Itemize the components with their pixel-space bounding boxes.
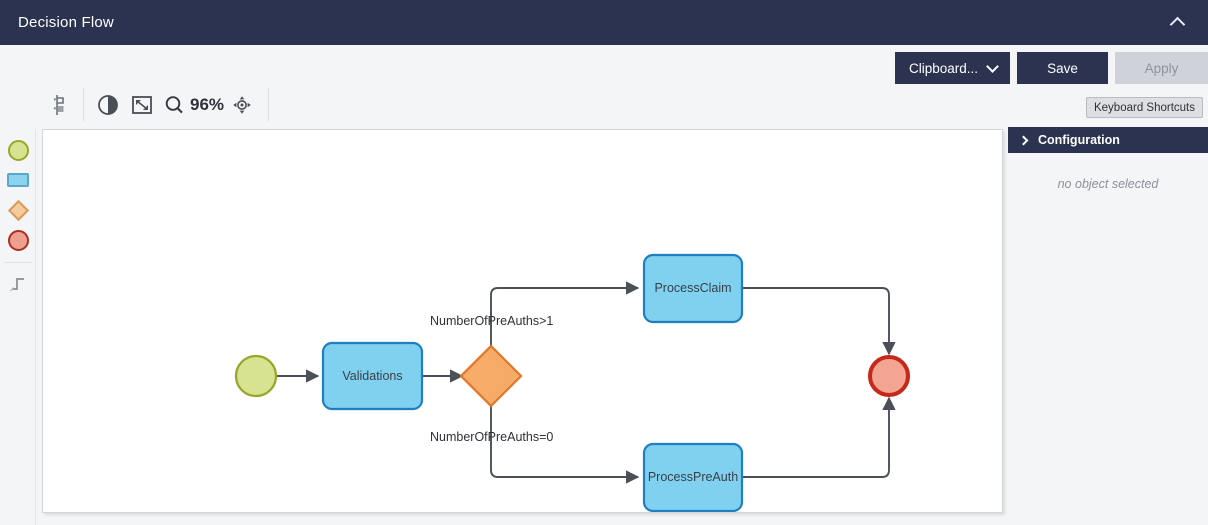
configuration-panel: Configuration no object selected bbox=[1008, 127, 1208, 525]
contrast-glyph bbox=[98, 94, 118, 115]
node-processclaim[interactable] bbox=[642, 253, 744, 324]
node-gateway[interactable] bbox=[459, 344, 523, 408]
start-event-icon bbox=[7, 139, 29, 161]
diagram-canvas[interactable]: NumberOfPreAuths>1 NumberOfPreAuths=0 Va… bbox=[42, 129, 1003, 513]
pan-tool-glyph bbox=[233, 95, 251, 114]
node-processpreauth[interactable] bbox=[642, 442, 744, 512]
magnifier-glyph bbox=[165, 95, 183, 113]
edge-gateway-to-processclaim[interactable] bbox=[490, 281, 640, 346]
zoom-level-label: 96% bbox=[190, 94, 225, 114]
pan-tool-icon[interactable] bbox=[229, 86, 255, 123]
edge-gateway-to-processpreauth[interactable] bbox=[490, 406, 640, 484]
zoom-icon[interactable] bbox=[161, 86, 187, 123]
node-start-event[interactable] bbox=[234, 354, 278, 398]
contrast-icon[interactable] bbox=[95, 86, 121, 123]
clipboard-label: Clipboard... bbox=[909, 60, 979, 76]
keyboard-shortcuts-button[interactable]: Keyboard Shortcuts bbox=[1085, 97, 1203, 118]
palette-connector[interactable] bbox=[0, 269, 36, 299]
action-buttons: Clipboard... Save Apply bbox=[895, 52, 1208, 84]
toolbar-separator-end bbox=[268, 88, 270, 121]
connector-icon bbox=[10, 278, 24, 292]
gateway-icon bbox=[7, 199, 29, 221]
configuration-empty-message: no object selected bbox=[1057, 177, 1159, 191]
edge-processclaim-to-end[interactable] bbox=[742, 287, 896, 356]
palette-divider bbox=[3, 262, 32, 263]
clipboard-dropdown-button[interactable]: Clipboard... bbox=[895, 52, 1010, 84]
align-distribute-glyph bbox=[53, 94, 64, 115]
palette-task[interactable] bbox=[0, 165, 36, 195]
node-processpreauth-label: ProcessPreAuth bbox=[648, 470, 738, 484]
node-processclaim-label: ProcessClaim bbox=[654, 281, 731, 295]
fit-to-screen-icon[interactable] bbox=[127, 86, 157, 123]
shape-palette bbox=[0, 129, 36, 525]
palette-gateway[interactable] bbox=[0, 195, 36, 225]
edge-label-preauths-eq0: NumberOfPreAuths=0 bbox=[430, 430, 553, 444]
edge-processpreauth-to-end[interactable] bbox=[742, 396, 896, 478]
edge-label-preauths-gt1: NumberOfPreAuths>1 bbox=[430, 314, 553, 328]
apply-button: Apply bbox=[1115, 52, 1208, 84]
node-validations[interactable] bbox=[321, 341, 424, 411]
fit-to-screen-glyph bbox=[132, 95, 152, 114]
palette-start-event[interactable] bbox=[0, 135, 36, 165]
page-title: Decision Flow bbox=[18, 14, 114, 31]
chevron-right-icon bbox=[1018, 135, 1029, 145]
task-icon bbox=[7, 173, 29, 187]
diagram-svg: NumberOfPreAuths>1 NumberOfPreAuths=0 Va… bbox=[234, 253, 910, 512]
panel-collapse-button[interactable] bbox=[1160, 0, 1194, 45]
save-button[interactable]: Save bbox=[1017, 52, 1108, 84]
chevron-down-icon bbox=[986, 59, 999, 73]
align-distribute-icon[interactable] bbox=[42, 86, 72, 123]
title-bar: Decision Flow bbox=[0, 0, 1208, 45]
palette-end-event[interactable] bbox=[0, 225, 36, 255]
configuration-header[interactable]: Configuration bbox=[1008, 127, 1208, 153]
node-validations-label: Validations bbox=[342, 369, 402, 383]
chevron-up-icon bbox=[1169, 16, 1185, 33]
configuration-title: Configuration bbox=[1038, 133, 1120, 147]
end-event-icon bbox=[7, 229, 29, 251]
canvas-toolbar: 96% bbox=[42, 86, 280, 123]
node-end-event[interactable] bbox=[868, 355, 910, 397]
toolbar-separator bbox=[83, 88, 84, 121]
